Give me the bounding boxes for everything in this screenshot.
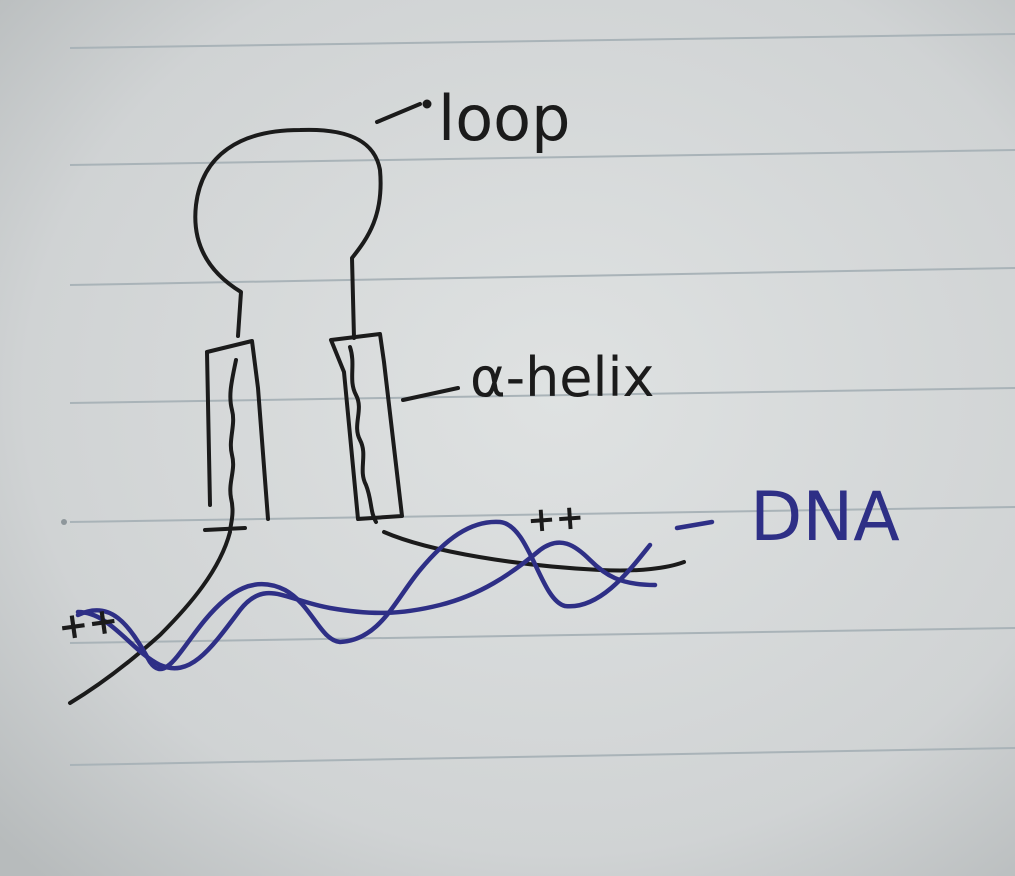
dna-strands <box>75 519 715 672</box>
dna-strand-2 <box>75 540 658 671</box>
left-helix-box <box>205 339 270 521</box>
alpha-helix-label: α-helix <box>470 346 655 409</box>
right-helix-inner <box>348 345 378 524</box>
margin-dot <box>61 519 67 525</box>
left-helix-inner <box>228 358 238 532</box>
charge-mark-left: ++ <box>56 600 121 649</box>
right-tail-line <box>382 530 686 573</box>
charge-mark-right: ++ <box>526 497 586 541</box>
ruled-line <box>69 627 1015 644</box>
loop-label: loop <box>438 82 570 155</box>
ruled-line <box>69 747 1015 766</box>
loop-leader-dot <box>422 99 432 109</box>
left-tail-line <box>68 526 247 705</box>
ruled-line <box>69 387 1015 404</box>
right-helix-box <box>329 332 404 521</box>
loop-shape <box>193 127 383 340</box>
loop-leader <box>375 102 422 124</box>
protein-structure <box>68 99 686 705</box>
dna-label: DNA <box>750 478 900 557</box>
dna-leader <box>674 519 715 531</box>
ruled-line <box>69 33 1015 49</box>
ruled-line <box>69 506 1015 523</box>
ruled-line <box>69 149 1015 166</box>
helix-leader <box>401 386 460 402</box>
